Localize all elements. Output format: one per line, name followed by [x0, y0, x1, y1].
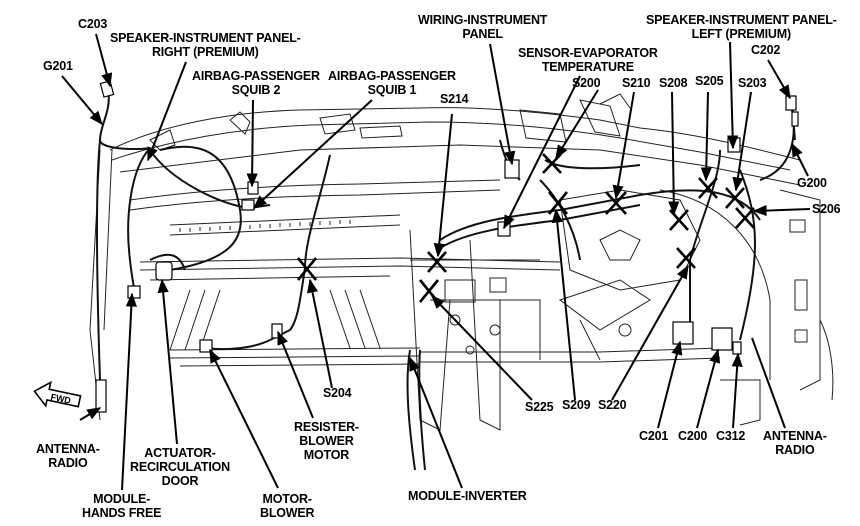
leader-s205	[700, 91, 712, 182]
connector-c201-body	[672, 321, 694, 345]
leader-s204	[307, 278, 333, 389]
leader-antenna-right	[751, 337, 786, 429]
motor-blower-body	[199, 339, 213, 353]
label-s210: S210	[622, 76, 651, 90]
leader-c312	[731, 352, 743, 429]
label-s204: S204	[323, 386, 352, 400]
splice-x-s200	[542, 153, 562, 174]
leader-s206	[752, 204, 811, 217]
label-antenna-radio-right: ANTENNA- RADIO	[763, 429, 827, 457]
label-s200: S200	[572, 76, 601, 90]
label-airbag-squib2: AIRBAG-PASSENGER SQUIB 2	[192, 69, 320, 97]
ground-g200-body	[791, 111, 799, 127]
label-motor-blower: MOTOR- BLOWER	[260, 492, 315, 520]
label-c312: C312	[716, 429, 746, 443]
leader-lines	[61, 33, 811, 491]
label-c202: C202	[751, 43, 781, 57]
leader-c203	[95, 33, 113, 88]
label-antenna-radio-left: ANTENNA- RADIO	[36, 442, 100, 470]
label-module-inverter: MODULE-INVERTER	[408, 489, 527, 503]
leader-speaker-left	[727, 41, 739, 150]
leader-s200	[555, 89, 599, 160]
label-sensor-evap: SENSOR-EVAPORATOR TEMPERATURE	[518, 46, 658, 74]
antenna-radio-left-body	[95, 379, 107, 413]
label-s203: S203	[738, 76, 767, 90]
splice-x-s205	[698, 177, 718, 199]
leader-speaker-right	[147, 61, 187, 162]
label-wiring-ip: WIRING-INSTRUMENT PANEL	[418, 13, 548, 41]
splice-x-s206	[735, 207, 755, 229]
leader-actuator	[157, 278, 178, 445]
leader-c201	[657, 340, 683, 429]
dashboard-structure	[89, 93, 834, 431]
leader-s208	[668, 91, 680, 216]
leader-s220	[611, 264, 689, 401]
label-airbag-squib1: AIRBAG-PASSENGER SQUIB 1	[328, 69, 456, 97]
label-module-hands-free: MODULE- HANDS FREE	[82, 492, 162, 520]
leader-s210	[612, 91, 635, 200]
label-s220: S220	[598, 398, 627, 412]
splice-x-s208	[669, 209, 689, 231]
leader-resister	[277, 330, 314, 419]
fwd-arrow-shape	[33, 380, 82, 408]
label-resister-blower: RESISTER- BLOWER MOTOR	[294, 420, 359, 462]
leader-antenna-left	[79, 407, 102, 421]
connector-c312-body	[732, 341, 742, 355]
fwd-label: FWD	[50, 392, 73, 406]
leader-g200	[791, 142, 809, 177]
connector-c202-body	[785, 95, 797, 111]
actuator-recirculation-door-body	[155, 261, 173, 281]
label-c200: C200	[678, 429, 708, 443]
leader-sensor-evap	[503, 75, 581, 230]
airbag-squib-1-body	[241, 199, 255, 211]
leader-c202	[767, 59, 791, 100]
leader-motor-blower	[209, 348, 279, 489]
splice-x-s214	[427, 251, 447, 273]
fwd-arrow: FWD	[33, 380, 82, 408]
label-s225: S225	[525, 400, 554, 414]
leader-s203	[732, 91, 752, 192]
leader-module-inverter	[409, 356, 463, 489]
leader-airbag-squib2	[246, 99, 258, 188]
label-s214: S214	[440, 92, 469, 106]
label-s208: S208	[659, 76, 688, 90]
label-speaker-left: SPEAKER-INSTRUMENT PANEL- LEFT (PREMIUM)	[646, 13, 837, 41]
label-g200: G200	[797, 176, 827, 190]
leader-c200	[696, 348, 721, 429]
label-g201: G201	[43, 59, 73, 73]
splice-x-s204	[296, 257, 318, 281]
leader-s209	[551, 208, 576, 401]
leader-airbag-squib1	[252, 99, 373, 209]
label-speaker-right: SPEAKER-INSTRUMENT PANEL- RIGHT (PREMIUM…	[110, 31, 301, 59]
speaker-left-body	[727, 137, 741, 153]
label-actuator-recirculation: ACTUATOR- RECIRCULATION DOOR	[130, 446, 230, 488]
leader-s225	[431, 294, 533, 401]
connector-c203-body	[99, 80, 115, 98]
leader-g201	[61, 75, 103, 126]
label-s209: S209	[562, 398, 591, 412]
leader-module-hands-free	[121, 292, 137, 491]
label-s206: S206	[812, 202, 841, 216]
sensor-evaporator-body	[497, 221, 511, 237]
leader-s214	[433, 113, 453, 258]
leader-wiring-ip	[489, 43, 516, 166]
connector-c200-body	[711, 327, 733, 351]
label-s205: S205	[695, 74, 724, 88]
label-c203: C203	[78, 17, 108, 31]
label-c201: C201	[639, 429, 669, 443]
splice-x-s220	[676, 247, 696, 269]
splice-marks	[296, 153, 755, 303]
module-hands-free-body	[127, 285, 141, 299]
splice-x-s203	[725, 187, 745, 209]
